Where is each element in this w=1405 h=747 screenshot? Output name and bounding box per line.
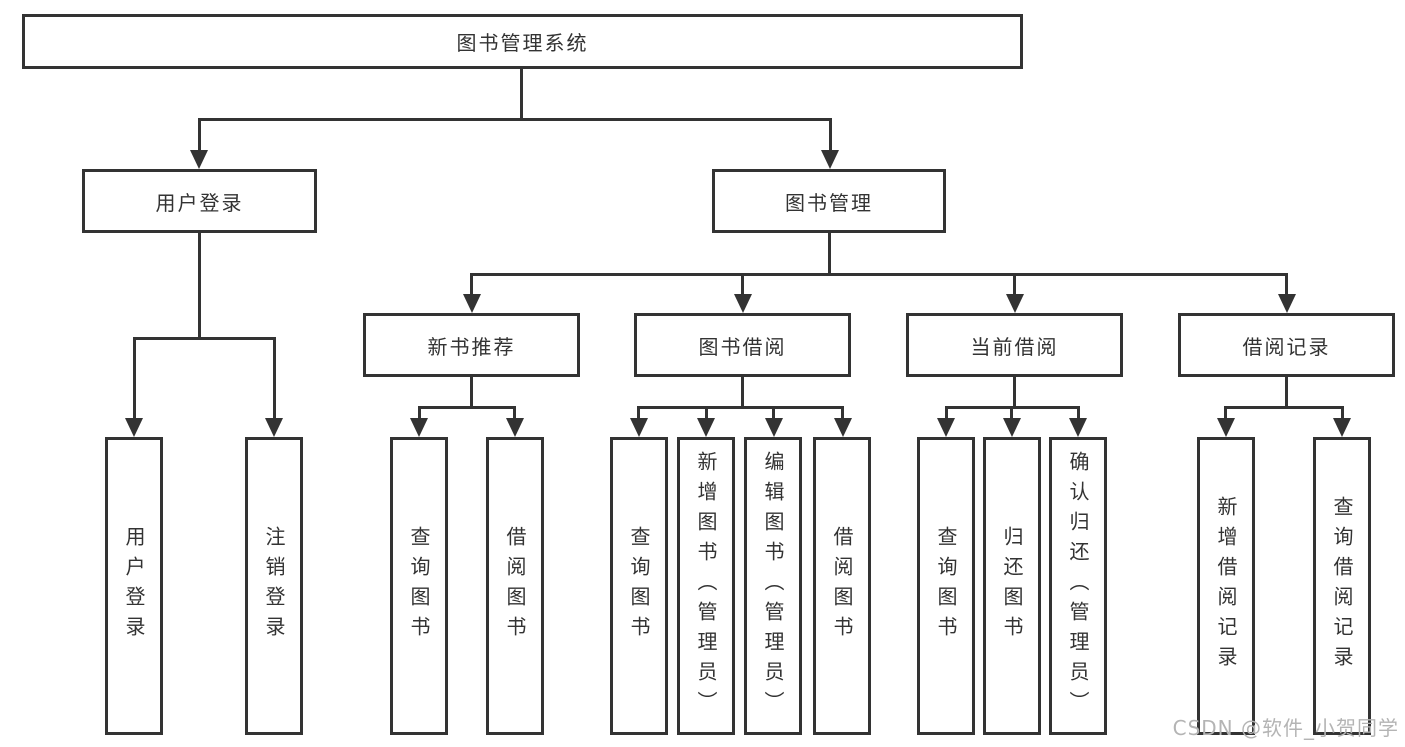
connector-line: [741, 377, 744, 406]
connector-line: [637, 406, 844, 409]
connector-line: [827, 233, 831, 273]
connector-line: [828, 121, 832, 150]
node-current-borrow: 当前借阅: [906, 313, 1123, 377]
connector-line: [1013, 377, 1016, 406]
arrow-down-icon: [1005, 294, 1024, 313]
connector-line: [1285, 377, 1288, 406]
arrow-down-icon: [629, 418, 648, 437]
connector-line: [944, 409, 948, 418]
connector-line: [944, 406, 1080, 409]
connector-line: [132, 340, 136, 418]
leaf-return-book: 归还图书: [983, 437, 1041, 735]
arrow-down-icon: [697, 418, 715, 437]
arrow-down-icon: [1333, 418, 1351, 437]
arrow-down-icon: [462, 294, 481, 313]
connector-line: [637, 409, 640, 418]
arrow-down-icon: [505, 418, 524, 437]
arrow-down-icon: [937, 418, 955, 437]
connector-line: [197, 118, 832, 121]
connector-line: [1010, 409, 1013, 418]
connector-line: [520, 69, 523, 118]
arrow-down-icon: [833, 418, 852, 437]
node-library-management-system: 图书管理系统: [22, 14, 1023, 69]
leaf-add-borrow-record: 新增借阅记录: [1197, 437, 1255, 735]
connector-line: [1013, 276, 1016, 294]
connector-line: [470, 377, 473, 406]
leaf-borrow-book: 借阅图书: [813, 437, 871, 735]
connector-line: [272, 340, 276, 418]
connector-line: [132, 337, 276, 340]
connector-line: [1340, 409, 1344, 418]
leaf-logout: 注销登录: [245, 437, 303, 735]
connector-line: [1285, 276, 1288, 294]
connector-line: [470, 276, 473, 294]
connector-line: [772, 409, 775, 418]
connector-line: [417, 406, 516, 409]
leaf-query-book-recommend: 查询图书: [390, 437, 448, 735]
arrow-down-icon: [125, 418, 143, 437]
arrow-down-icon: [265, 418, 283, 437]
node-user-login: 用户登录: [82, 169, 317, 233]
connector-line: [470, 273, 1288, 276]
arrow-down-icon: [733, 294, 752, 313]
arrow-down-icon: [1002, 418, 1021, 437]
arrow-down-icon: [1216, 418, 1235, 437]
leaf-query-book-current: 查询图书: [917, 437, 975, 735]
connector-line: [197, 233, 201, 337]
csdn-watermark: CSDN @软件_小贺同学: [1172, 716, 1399, 740]
arrow-down-icon: [1277, 294, 1296, 313]
arrow-down-icon: [821, 150, 839, 169]
connector-line: [1076, 409, 1080, 418]
leaf-add-book-admin: 新增图书（管理员）: [677, 437, 735, 735]
leaf-confirm-return-admin: 确认归还（管理员）: [1049, 437, 1107, 735]
leaf-query-borrow-record: 查询借阅记录: [1313, 437, 1371, 735]
leaf-query-book-borrow: 查询图书: [610, 437, 668, 735]
leaf-edit-book-admin: 编辑图书（管理员）: [744, 437, 802, 735]
connector-line: [741, 276, 744, 294]
connector-line: [197, 121, 201, 150]
node-book-management: 图书管理: [712, 169, 946, 233]
connector-line: [417, 409, 421, 418]
leaf-user-login: 用户登录: [105, 437, 163, 735]
node-borrow-record: 借阅记录: [1178, 313, 1395, 377]
arrow-down-icon: [1069, 418, 1087, 437]
connector-line: [1224, 409, 1227, 418]
connector-line: [513, 409, 516, 418]
connector-line: [704, 409, 708, 418]
arrow-down-icon: [410, 418, 428, 437]
arrow-down-icon: [764, 418, 783, 437]
connector-line: [841, 409, 844, 418]
node-book-borrow: 图书借阅: [634, 313, 851, 377]
leaf-borrow-book-recommend: 借阅图书: [486, 437, 544, 735]
node-new-book-recommend: 新书推荐: [363, 313, 580, 377]
connector-line: [1224, 406, 1344, 409]
arrow-down-icon: [190, 150, 208, 169]
